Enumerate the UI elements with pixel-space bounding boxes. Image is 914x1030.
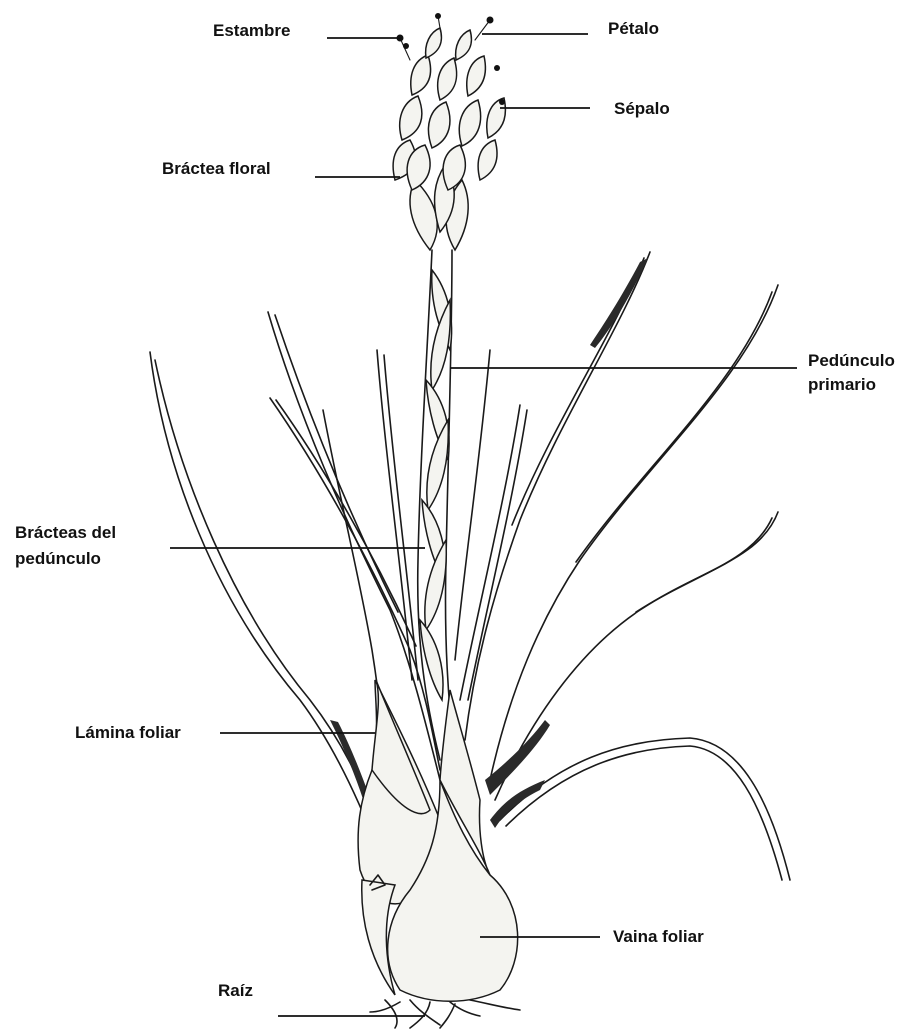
label-raiz: Raíz	[218, 980, 253, 1002]
label-petalo: Pétalo	[608, 18, 659, 40]
label-estambre: Estambre	[213, 20, 290, 42]
roots	[370, 1000, 520, 1028]
label-lamina-foliar: Lámina foliar	[75, 722, 181, 744]
label-sepalo: Sépalo	[614, 98, 670, 120]
label-bractea-floral: Bráctea floral	[162, 158, 271, 180]
peduncle	[418, 250, 455, 760]
inflorescence	[393, 13, 505, 250]
label-pedunculo-primario-line1: Pedúnculo	[808, 350, 895, 372]
label-bracteas-pedunculo-line2: pedúnculo	[15, 548, 101, 570]
leaf-sheaths	[358, 680, 518, 1001]
label-vaina-foliar: Vaina foliar	[613, 926, 704, 948]
label-pedunculo-primario-line2: primario	[808, 374, 876, 396]
label-bracteas-pedunculo-line1: Brácteas del	[15, 522, 116, 544]
